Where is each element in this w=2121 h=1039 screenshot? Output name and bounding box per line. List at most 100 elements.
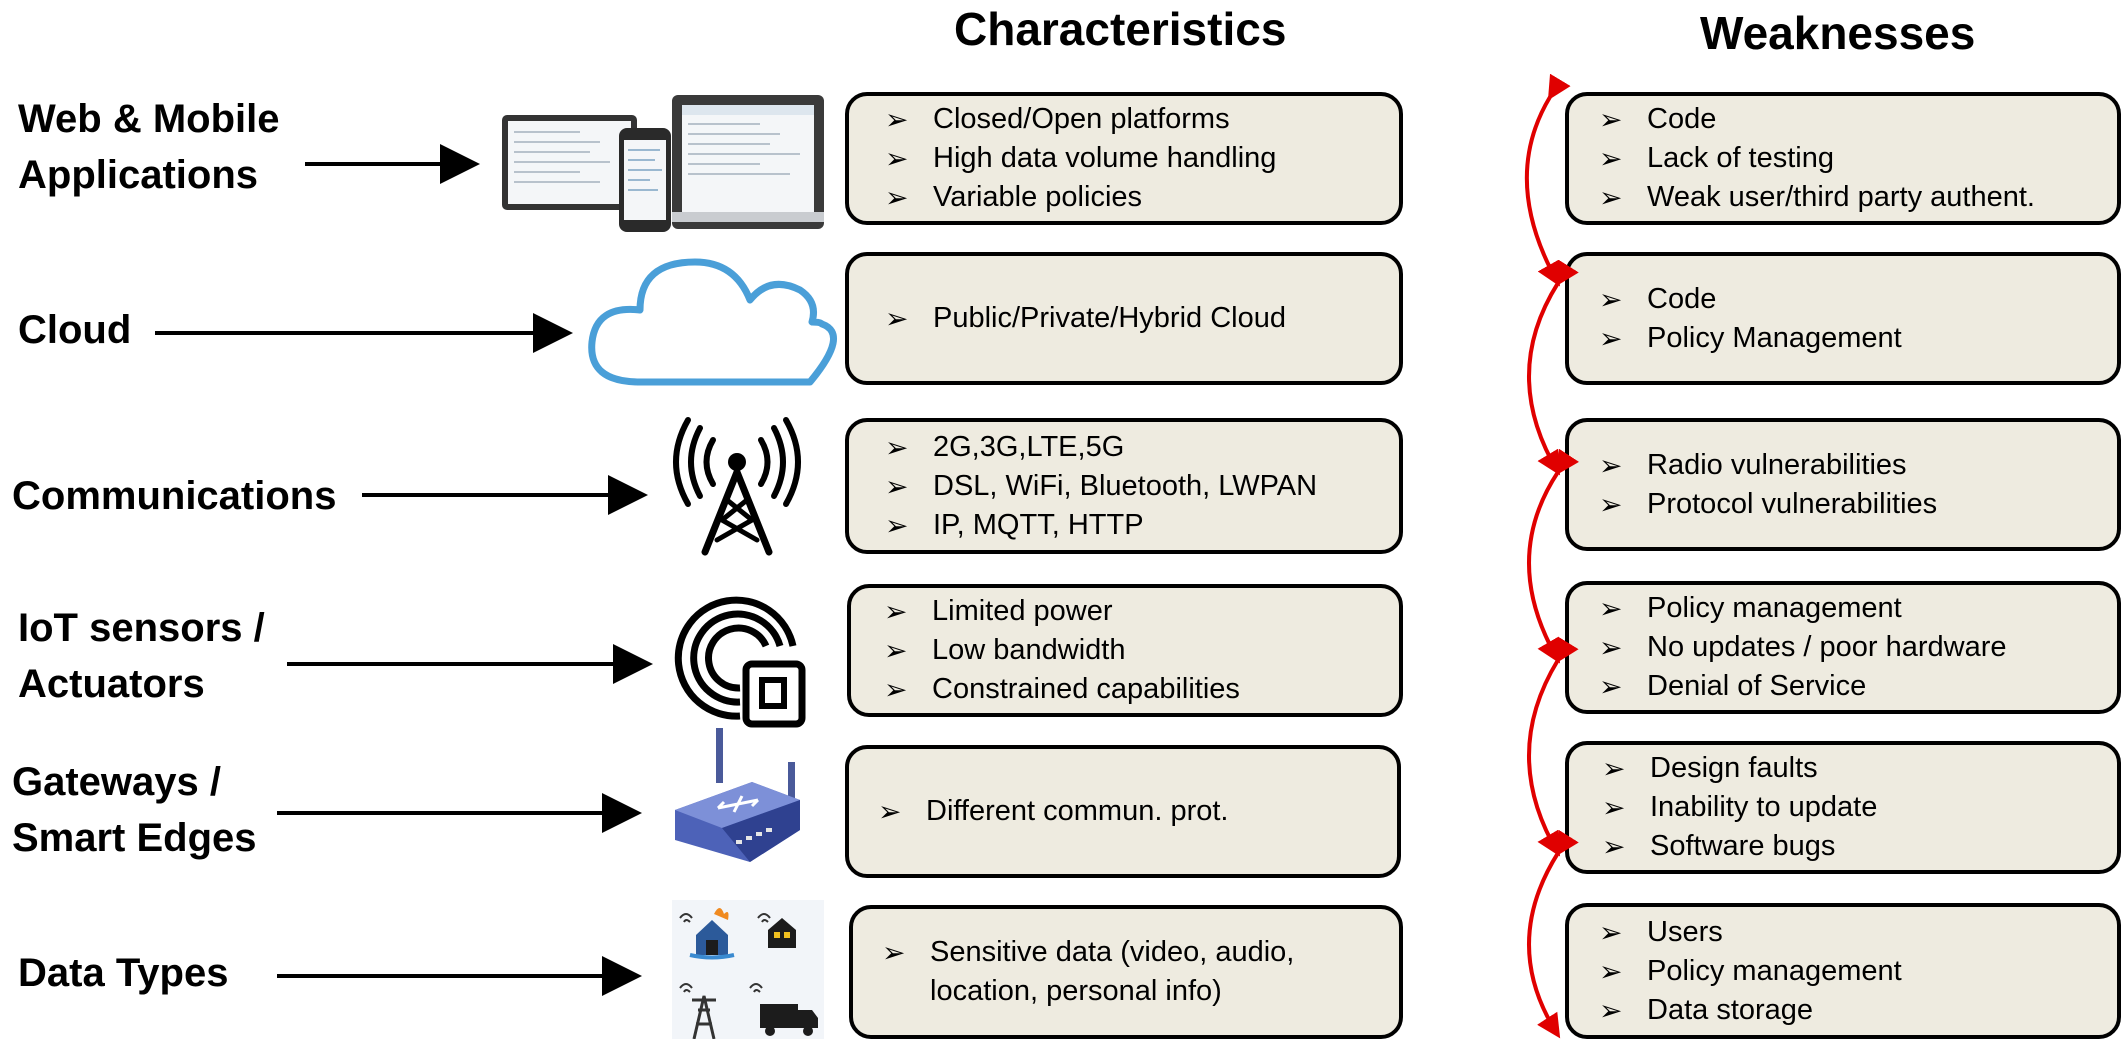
list-item: ➢ Denial of Service (1599, 667, 2117, 706)
layer-label-communications: Communications (12, 468, 336, 524)
arrow-bullet-icon: ➢ (1599, 632, 1623, 663)
router-icon (675, 728, 800, 862)
item-text: Data storage (1647, 993, 1814, 1026)
link-arrow-3 (1527, 448, 1580, 664)
item-text: Code (1647, 103, 1717, 135)
weaknesses-box-communications: ➢Radio vulnerabilities ➢Protocol vulnera… (1565, 418, 2121, 551)
characteristics-box-cloud: ➢Public/Private/Hybrid Cloud (845, 252, 1403, 385)
layer-label-data-types: Data Types (18, 945, 228, 1001)
list-item: ➢Users (1599, 913, 2117, 952)
layer-label-gateways: Gateways / Smart Edges (12, 754, 257, 866)
layer-label-web-mobile: Web & Mobile Applications (18, 91, 279, 203)
arrow-bullet-icon: ➢ (1599, 488, 1623, 520)
layer-label-line: Applications (18, 153, 259, 197)
item-text: Policy management (1647, 592, 1902, 624)
arrow-bullet-icon: ➢ (1599, 916, 1623, 948)
list-item: ➢ Code (1599, 280, 2117, 319)
layer-label-line: Web & Mobile (18, 97, 280, 141)
arrow-bullet-icon: ➢ (885, 470, 909, 502)
characteristics-box-communications: ➢ 2G,3G,LTE,5G ➢DSL, WiFi, Bluetooth, LWP… (845, 418, 1403, 554)
layer-label-line: Communications (12, 474, 337, 518)
arrow-bullet-icon: ➢ (1599, 322, 1623, 354)
weaknesses-box-gateways: ➢Design faults ➢Inability to update ➢Sof… (1565, 741, 2121, 874)
list-item: ➢DSL, WiFi, Bluetooth, LWPAN (885, 467, 1399, 506)
list-item: ➢Inability to update (1602, 788, 2117, 827)
item-text: Variable policies (933, 181, 1143, 213)
weaknesses-header: Weaknesses (1700, 7, 1976, 59)
item-text: Software bugs (1650, 830, 1836, 862)
item-text: location, personal info) (930, 975, 1222, 1007)
list-item: ➢ Lack of testing (1599, 139, 2117, 178)
characteristics-box-data-types: ➢ Sensitive data (video, audio, location,… (849, 905, 1403, 1039)
characteristics-box-gateways: ➢Different commun. prot. (845, 745, 1401, 878)
item-text: IP, MQTT, HTTP (933, 508, 1144, 541)
link-arrow-4 (1527, 636, 1579, 857)
weaknesses-box-web-mobile: ➢ Code ➢ Lack of testing ➢Weak user/third … (1565, 92, 2121, 225)
arrow-bullet-icon: ➢ (885, 104, 909, 135)
list-item: ➢Weak user/third party authent. (1599, 178, 2117, 217)
list-item: ➢ Limited power (884, 592, 1399, 631)
layer-label-iot: IoT sensors / Actuators (18, 600, 265, 712)
weaknesses-box-iot: ➢ Policy management ➢ No updates / poor ha… (1565, 581, 2121, 714)
list-item: ➢ Code (1599, 100, 2117, 139)
list-item: location, personal info) (882, 972, 1399, 1011)
item-text: Sensitive data (video, audio, (930, 936, 1295, 968)
list-item: ➢Protocol vulnerabilities (1599, 485, 2117, 524)
item-text: Design faults (1650, 752, 1818, 784)
characteristics-box-iot: ➢ Limited power ➢Low bandwidth ➢Constrain… (847, 584, 1403, 717)
list-item: ➢ Policy Management (1599, 319, 2117, 358)
item-text: Constrained capabilities (932, 673, 1240, 705)
arrow-bullet-icon: ➢ (885, 303, 909, 334)
list-item: ➢Data storage (1599, 991, 2117, 1030)
link-arrow-1 (1524, 73, 1571, 287)
layer-label-line: Smart Edges (12, 816, 257, 860)
item-text: Different commun. prot. (926, 795, 1229, 827)
link-arrow-5 (1527, 829, 1579, 1039)
weaknesses-box-data-types: ➢Users ➢Policy management ➢Data storage (1565, 903, 2121, 1039)
arrow-bullet-icon: ➢ (1599, 449, 1623, 481)
arrow-bullet-icon: ➢ (1599, 671, 1623, 702)
arrow-bullet-icon: ➢ (884, 596, 908, 627)
item-text: Limited power (932, 595, 1113, 627)
devices-icon (502, 95, 824, 232)
cloud-icon (588, 258, 838, 386)
arrow-bullet-icon: ➢ (1599, 955, 1623, 987)
item-text: High data volume handling (933, 142, 1277, 174)
arrow-bullet-icon: ➢ (1599, 593, 1623, 624)
list-item: ➢IP, MQTT, HTTP (885, 506, 1399, 545)
antenna-tower-icon (673, 417, 801, 556)
weakness-link-arrows (1524, 73, 1580, 1039)
arrow-bullet-icon: ➢ (1599, 283, 1623, 315)
item-text: No updates / poor hardware (1647, 631, 2007, 663)
layer-label-line: IoT sensors / (18, 606, 265, 650)
layer-label-line: Gateways / (12, 760, 222, 804)
layer-label-line: Cloud (18, 308, 132, 352)
item-text: Policy Management (1647, 321, 1902, 354)
characteristics-header: Characteristics (954, 3, 1287, 55)
arrow-bullet-icon: ➢ (882, 937, 906, 968)
arrow-bullet-icon: ➢ (885, 143, 909, 174)
item-text: Closed/Open platforms (933, 103, 1230, 135)
arrow-bullet-icon: ➢ (1599, 182, 1623, 213)
item-text: Lack of testing (1647, 142, 1834, 174)
arrow-bullet-icon: ➢ (1602, 792, 1626, 823)
arrow-bullet-icon: ➢ (1599, 143, 1623, 174)
list-item: ➢ Sensitive data (video, audio, (882, 933, 1399, 972)
list-item: ➢Policy management (1599, 952, 2117, 991)
item-text: 2G,3G,LTE,5G (933, 430, 1125, 463)
data-types-icon (672, 900, 824, 1039)
item-text: Low bandwidth (932, 634, 1126, 666)
list-item: ➢Different commun. prot. (878, 792, 1397, 831)
link-arrow-2 (1527, 259, 1579, 476)
arrow-bullet-icon: ➢ (1602, 753, 1626, 784)
list-item: ➢Low bandwidth (884, 631, 1399, 670)
list-item: ➢Software bugs (1602, 827, 2117, 866)
item-text: Denial of Service (1647, 670, 1867, 702)
list-item: ➢Constrained capabilities (884, 670, 1399, 709)
arrow-bullet-icon: ➢ (1599, 104, 1623, 135)
arrow-bullet-icon: ➢ (885, 431, 909, 463)
list-item: ➢ 2G,3G,LTE,5G (885, 428, 1399, 467)
item-text: Code (1647, 282, 1717, 315)
list-item: ➢ No updates / poor hardware (1599, 628, 2117, 667)
